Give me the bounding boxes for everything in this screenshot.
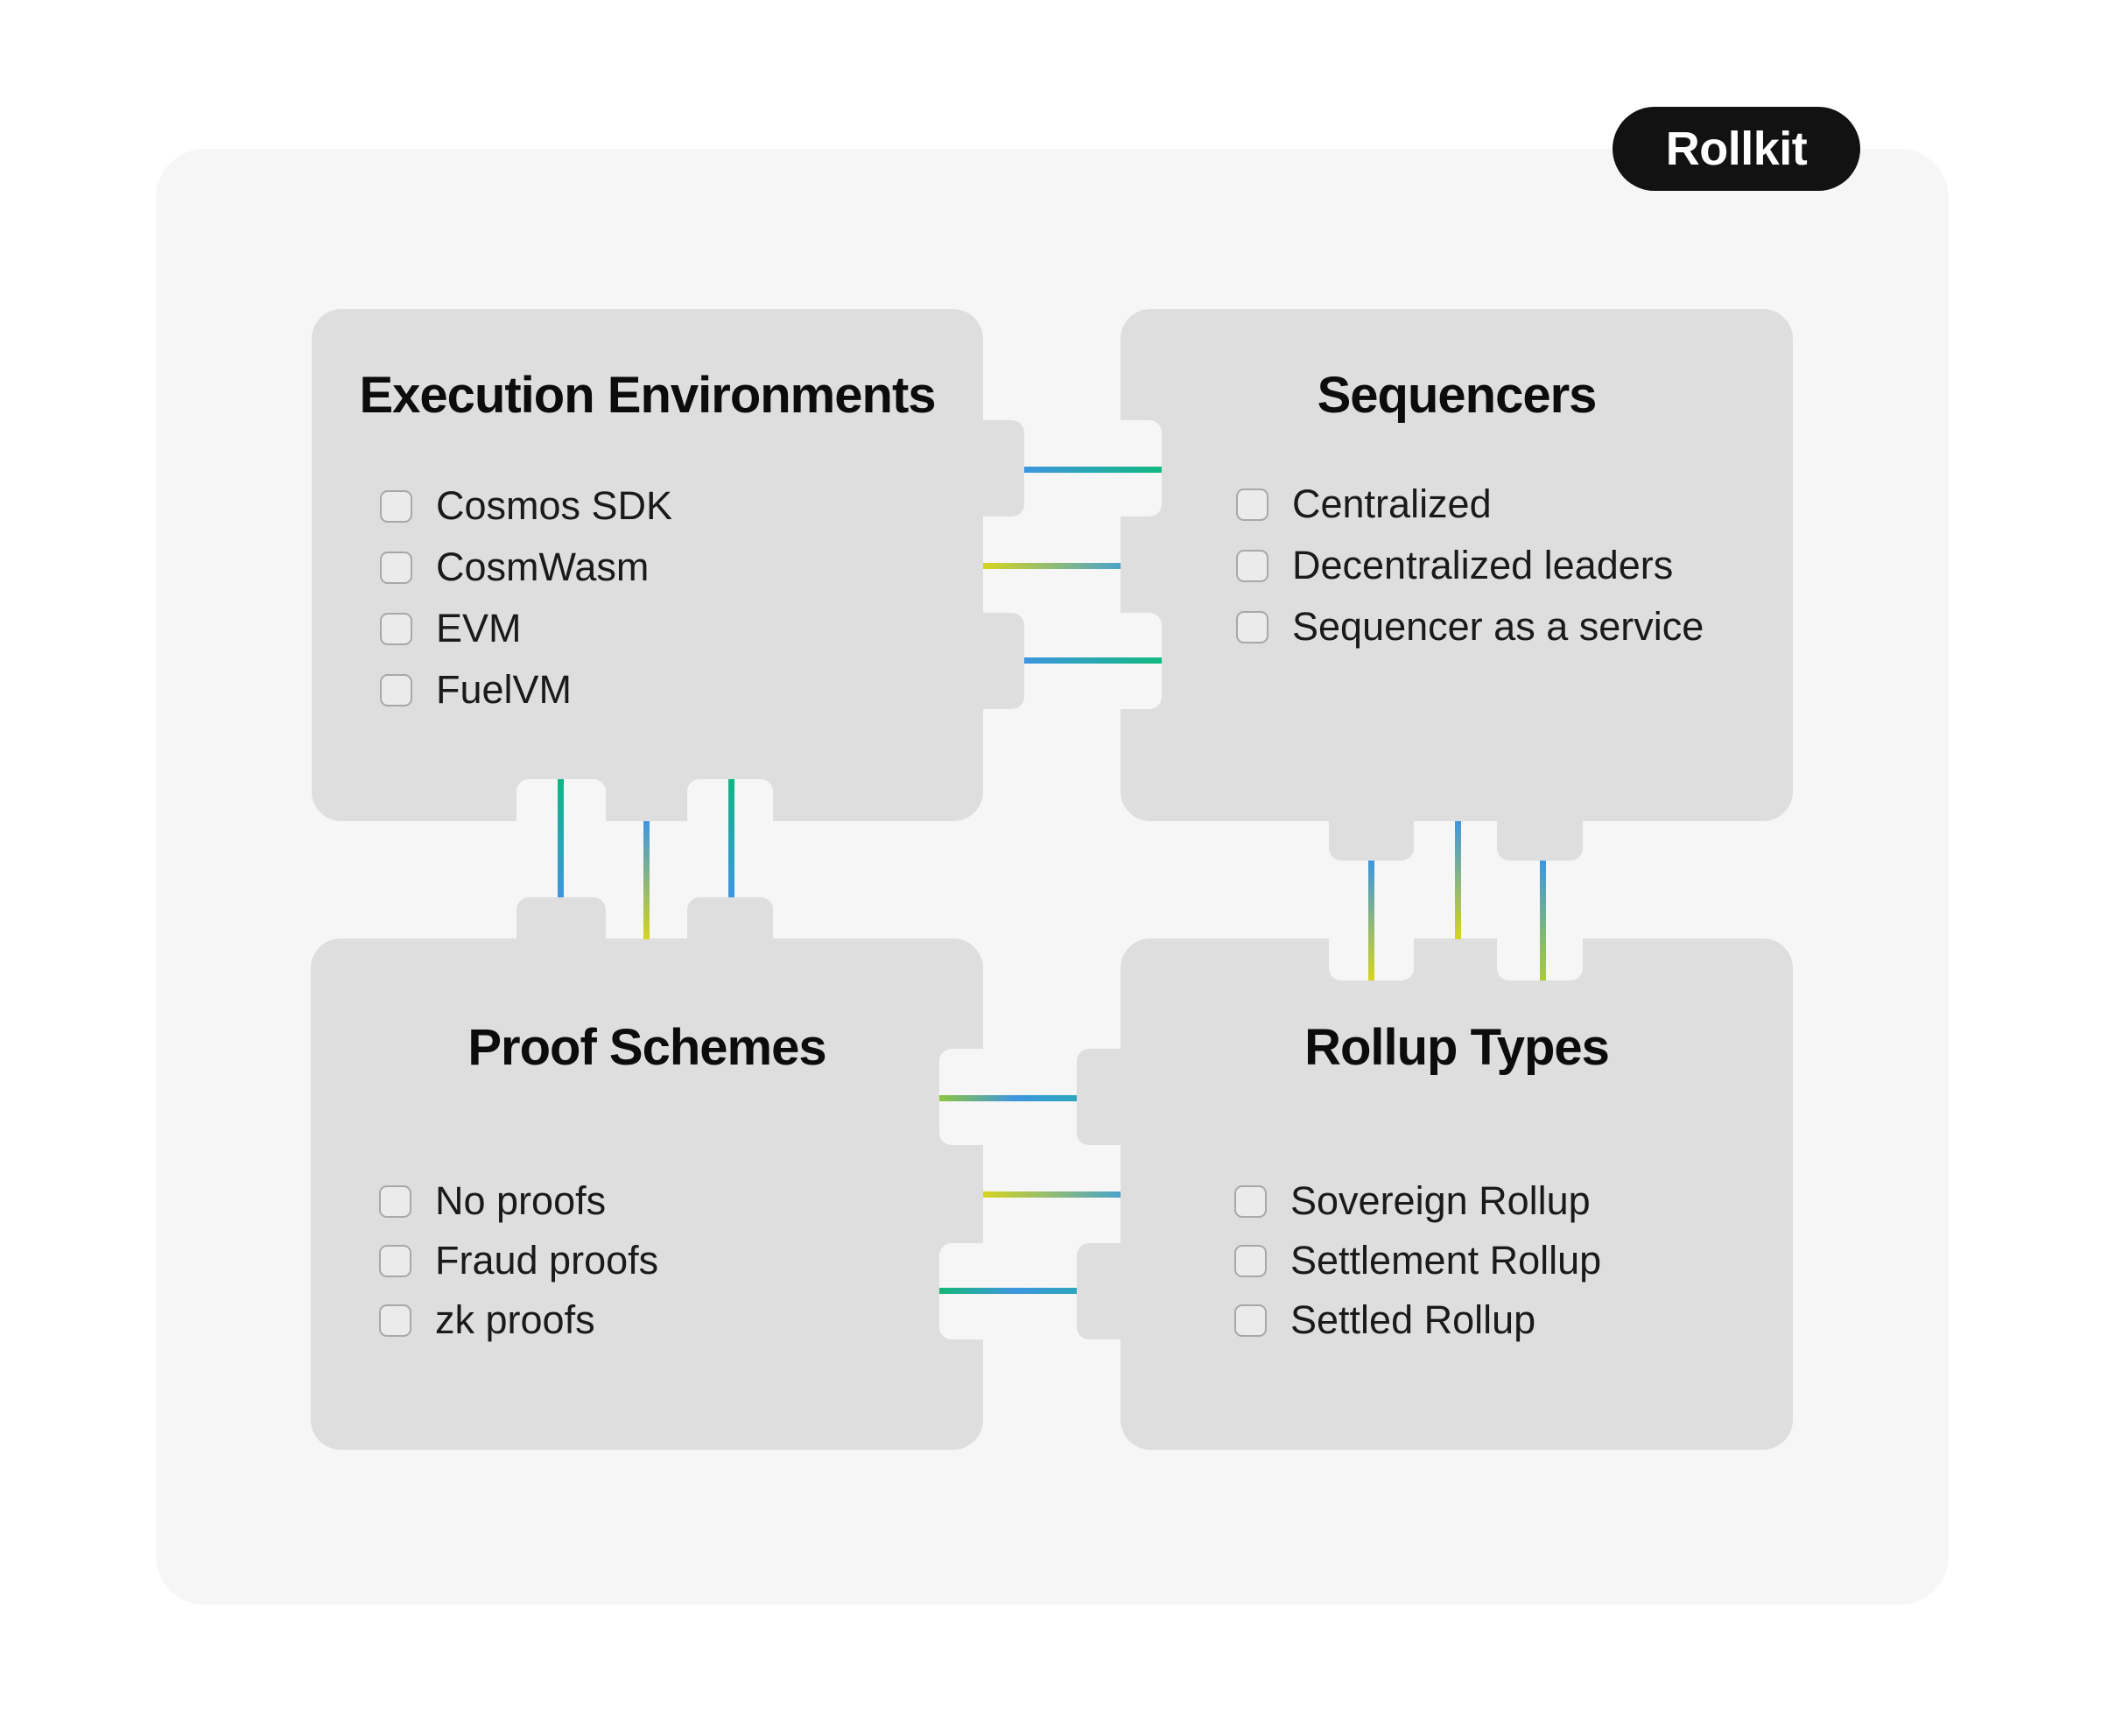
- checkbox-item-label: Sovereign Rollup: [1290, 1178, 1591, 1223]
- box-sequencers: Sequencers Centralized Decentralized lea…: [1121, 309, 1793, 821]
- box-title: Proof Schemes: [467, 1019, 826, 1076]
- checkbox-item: Decentralized leaders: [1236, 543, 1674, 587]
- connector-line: [939, 1095, 1077, 1101]
- checkbox[interactable]: [379, 1244, 411, 1277]
- checkbox-item-label: Settlement Rollup: [1290, 1238, 1602, 1283]
- box-rollup-types: Rollup Types Sovereign Rollup Settlement…: [1121, 938, 1793, 1450]
- connector-line: [1540, 861, 1546, 980]
- checkbox-item: EVM: [380, 606, 522, 650]
- checkbox-item-label: FuelVM: [436, 667, 573, 712]
- box-execution-environments: Execution Environments Cosmos SDK CosmWa…: [312, 309, 983, 821]
- checkbox[interactable]: [1236, 610, 1268, 643]
- checkbox[interactable]: [380, 612, 412, 645]
- checkbox-item-label: Sequencer as a service: [1292, 604, 1704, 649]
- checkbox-item-label: Centralized: [1292, 481, 1492, 526]
- rollkit-badge-label: Rollkit: [1665, 123, 1808, 175]
- checkbox[interactable]: [1234, 1244, 1267, 1277]
- checkbox-item-label: CosmWasm: [436, 545, 650, 589]
- checkbox[interactable]: [1236, 549, 1268, 582]
- connector-line: [558, 779, 564, 897]
- connector-line: [983, 1191, 1121, 1198]
- box-title: Execution Environments: [359, 367, 936, 424]
- box-proof-schemes: Proof Schemes No proofs Fraud proofs zk …: [311, 938, 983, 1450]
- checkbox-item: Fraud proofs: [379, 1241, 658, 1280]
- checkbox[interactable]: [380, 673, 412, 706]
- checkbox[interactable]: [1234, 1184, 1267, 1218]
- checkbox-item-label: Fraud proofs: [435, 1238, 659, 1283]
- checkbox-item-label: Settled Rollup: [1290, 1297, 1536, 1342]
- checkbox-item: FuelVM: [380, 667, 573, 712]
- connector-line: [1024, 657, 1162, 664]
- checkbox-item: CosmWasm: [380, 545, 650, 589]
- checkbox-item: Sovereign Rollup: [1234, 1178, 1591, 1223]
- checkbox-item-label: Decentralized leaders: [1292, 543, 1674, 587]
- checkbox-item-label: No proofs: [435, 1178, 607, 1223]
- connector-line: [1368, 861, 1374, 980]
- checkbox-item: Cosmos SDK: [380, 483, 673, 528]
- checkbox[interactable]: [379, 1304, 411, 1337]
- checkbox-item-label: Cosmos SDK: [436, 483, 673, 528]
- checkbox-item: zk proofs: [379, 1297, 595, 1342]
- checkbox[interactable]: [1234, 1304, 1267, 1337]
- checkbox-item: Settlement Rollup: [1234, 1241, 1601, 1280]
- checkbox-item: Centralized: [1236, 481, 1492, 526]
- checkbox-item: Settled Rollup: [1234, 1297, 1536, 1342]
- box-title: Sequencers: [1317, 367, 1598, 424]
- connector-line: [1024, 467, 1162, 473]
- connector-line: [643, 821, 650, 939]
- box-title: Rollup Types: [1304, 1019, 1610, 1076]
- connector-line: [728, 779, 734, 897]
- connector-line: [983, 563, 1121, 569]
- checkbox[interactable]: [1236, 488, 1268, 521]
- checkbox-item: Sequencer as a service: [1236, 604, 1704, 649]
- checkbox-item-label: EVM: [436, 606, 522, 650]
- checkbox-item: No proofs: [379, 1178, 607, 1223]
- checkbox[interactable]: [380, 489, 412, 523]
- checkbox-item-label: zk proofs: [435, 1297, 595, 1342]
- checkbox[interactable]: [380, 551, 412, 584]
- checkbox[interactable]: [379, 1184, 411, 1218]
- rollkit-badge: Rollkit: [1613, 107, 1860, 191]
- connector-line: [1455, 821, 1461, 939]
- connector-line: [939, 1288, 1077, 1294]
